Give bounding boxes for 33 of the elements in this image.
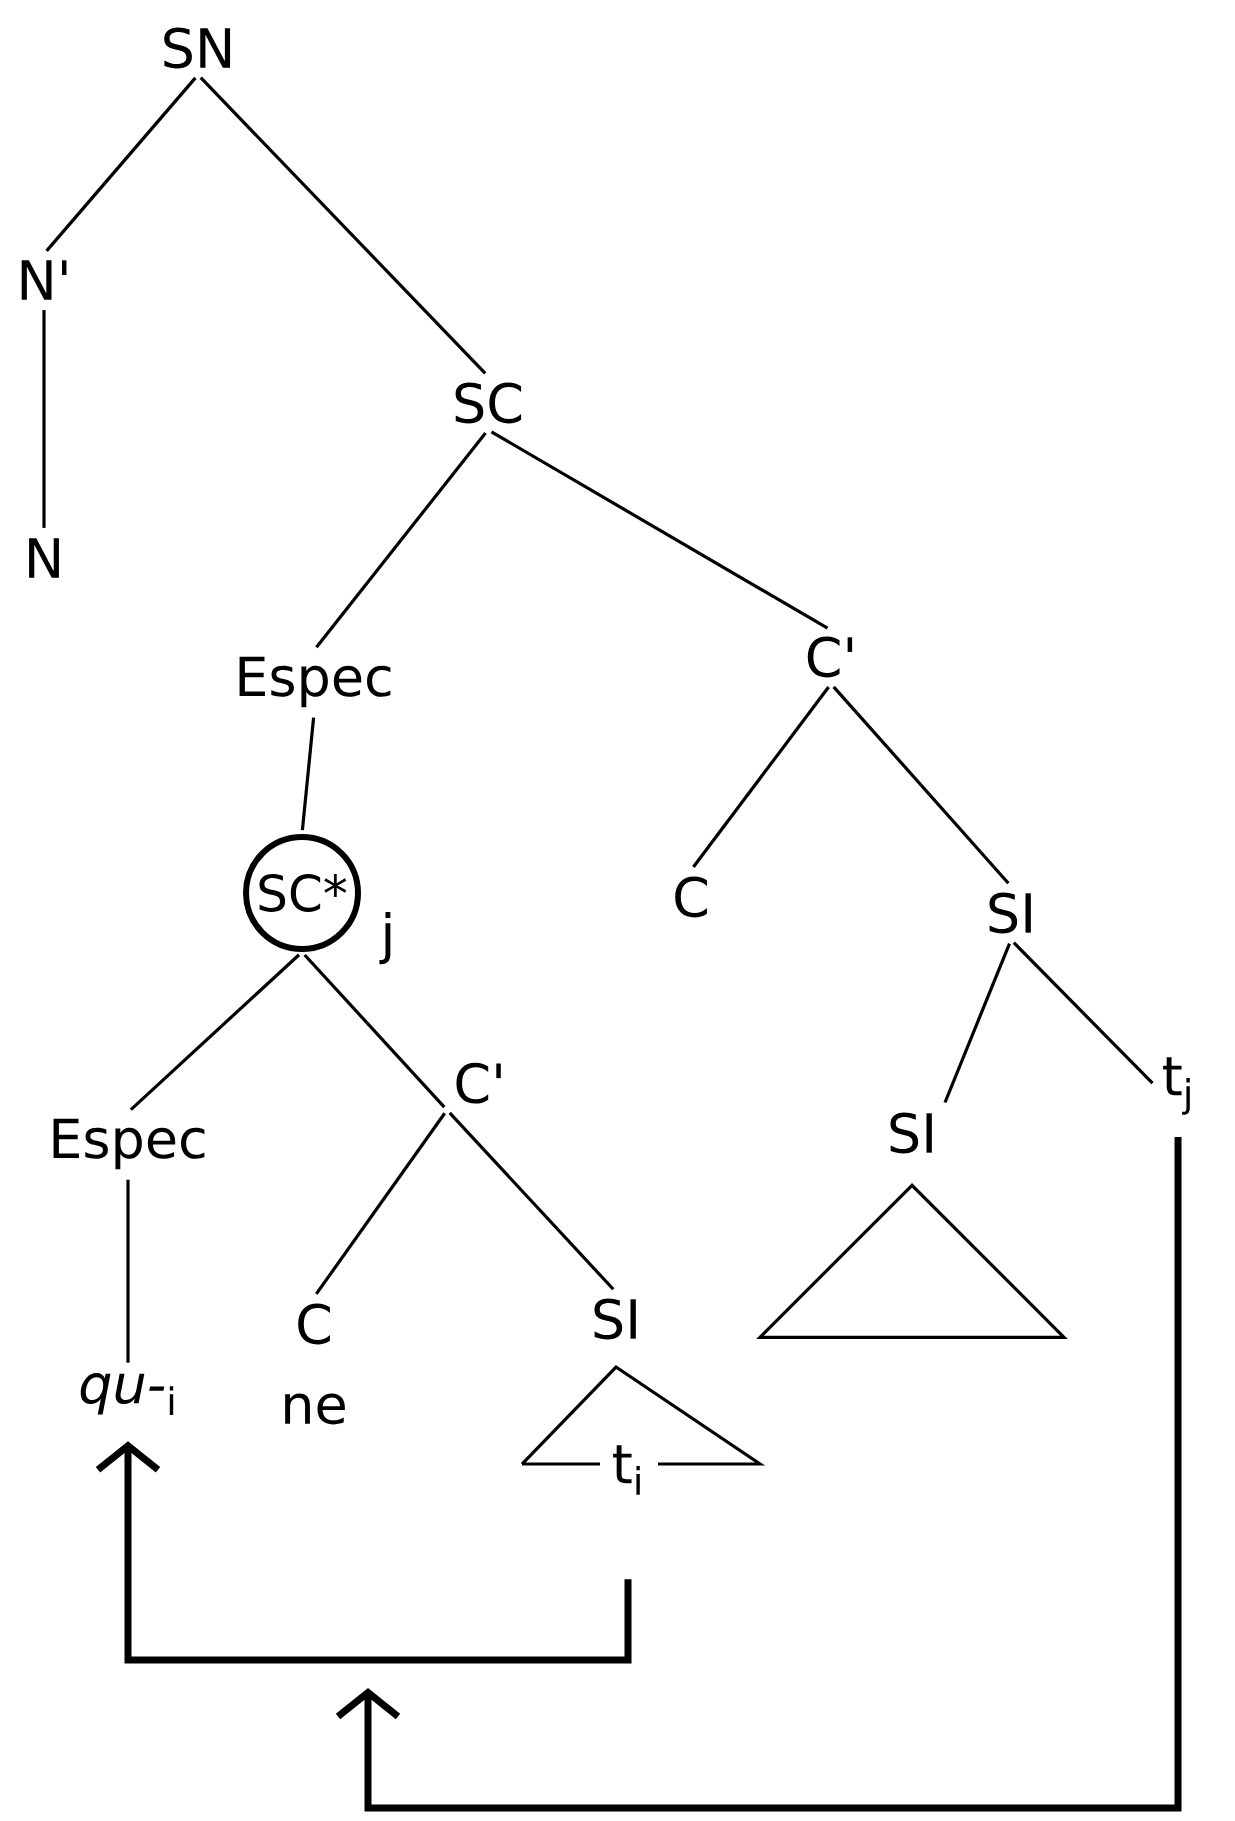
tree-label: SI (989, 892, 1031, 934)
tree-label: Espec (53, 1118, 205, 1170)
branch-line (448, 1111, 615, 1291)
branch-line (315, 1112, 446, 1295)
branch-line (832, 685, 1010, 885)
branch-line (692, 686, 830, 868)
branch-line (490, 430, 829, 630)
branch-line (943, 942, 1011, 1104)
branch-line (126, 1179, 130, 1363)
tree-label: SI (594, 1298, 636, 1340)
tree-label: Espec (239, 656, 391, 708)
tree-label: N (29, 538, 59, 578)
arrow (95, 1441, 632, 1664)
tree-label: N' (21, 260, 67, 300)
tree-label: SI (890, 1112, 932, 1154)
branch-line (315, 431, 487, 649)
branch-line (300, 717, 316, 831)
branch-line (199, 76, 487, 375)
circled-label: SC* j (243, 834, 391, 965)
tree-label: SN (164, 27, 231, 69)
branch-line (129, 953, 301, 1111)
tree-label: C ne (285, 1303, 345, 1425)
triangle-with-trace: t$_{i}$ (520, 1364, 766, 1499)
branch-line (42, 310, 46, 528)
tree-label: C' (807, 636, 853, 678)
tree-label: SC (455, 382, 522, 424)
tree-label: t$_{j}$ (1163, 1057, 1190, 1115)
branch-line (303, 953, 446, 1109)
tree-label: C (675, 876, 707, 918)
tree-label: C' (456, 1062, 501, 1104)
branch-line (1012, 941, 1154, 1085)
tree-label: qu-$_{i}$ (80, 1373, 174, 1415)
branch-line (45, 76, 197, 252)
